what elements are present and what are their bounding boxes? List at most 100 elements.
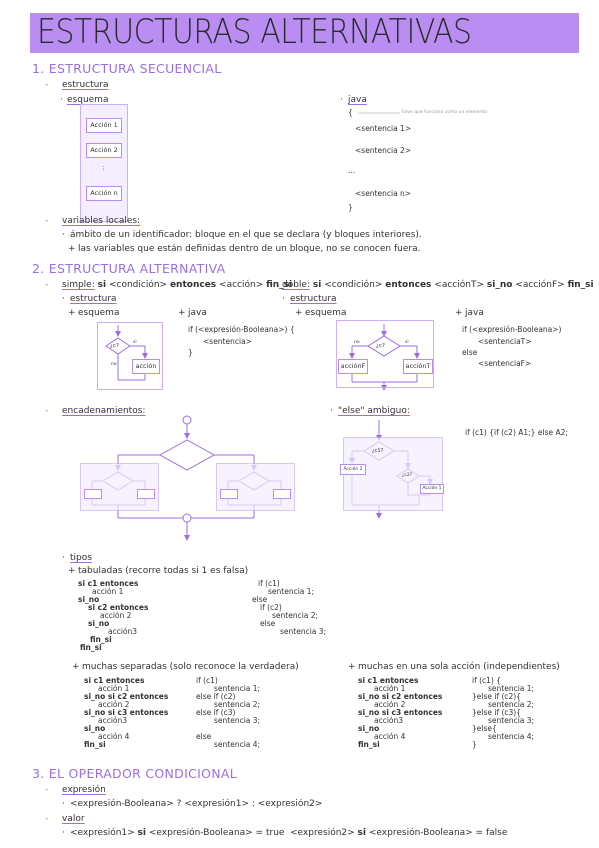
- java-doble-1: <sentenciaT>: [478, 337, 532, 346]
- una-left-5: acción3: [374, 716, 404, 725]
- sep-left-3: acción 2: [98, 700, 130, 709]
- sep-right-3: sentencia 2;: [214, 700, 261, 709]
- else-ambiguo-code: if (c1) {if (c2) A1;} else A2;: [465, 428, 568, 437]
- section-2-heading: 2. ESTRUCTURA ALTERNATIVA: [32, 261, 226, 276]
- else-c2: ¿c2?: [402, 473, 413, 478]
- doble-accionT-box: acciónT: [403, 359, 433, 374]
- doble-syntax: doble: si <condición> entonces <acciónT>…: [282, 280, 594, 290]
- simple-cond: ¿c?: [110, 343, 119, 349]
- sep-left-4: si_no si c3 entonces: [84, 708, 169, 717]
- sep-right-6: else: [196, 732, 212, 741]
- una-right-6: }else{: [472, 724, 497, 733]
- una-left-4: si_no si c3 entonces: [358, 708, 443, 717]
- simple-accion-box: acción: [132, 359, 160, 374]
- sep-left-1: acción 1: [98, 684, 130, 693]
- page-title: ESTRUCTURAS ALTERNATIVAS: [37, 12, 472, 52]
- tab-right-3: if (c2): [260, 603, 282, 612]
- sep-left-8: fin_si: [84, 740, 106, 749]
- tab-right-6: sentencia 3;: [280, 627, 327, 636]
- doble-cond: ¿c?: [376, 343, 385, 349]
- tab-right-0: if (c1): [258, 579, 280, 588]
- sep-right-1: sentencia 1;: [214, 684, 261, 693]
- s1-estructura-label: estructura: [62, 80, 109, 90]
- encadenamientos-label: encadenamientos:: [62, 406, 146, 416]
- else-accion1-box: Acción 1: [420, 484, 444, 494]
- sep-right-5: sentencia 3;: [214, 716, 261, 725]
- una-right-3: sentencia 2;: [488, 700, 535, 709]
- una-right-0: if (c1) {: [472, 676, 502, 685]
- enc-box-3: [220, 489, 238, 499]
- una-left-8: fin_si: [358, 740, 380, 749]
- enc-box-4: [273, 489, 291, 499]
- s1-java-label: java: [348, 95, 367, 105]
- s3-valor-1: <expresión1> si <expresión-Booleana> = t…: [70, 828, 285, 838]
- una-right-2: }else if (c2){: [472, 692, 522, 701]
- s1-java-line-5: }: [348, 203, 353, 212]
- una-right-8: }: [472, 740, 477, 749]
- s2-doble-java: java: [465, 308, 484, 318]
- section-3-heading: 3. EL OPERADOR CONDICIONAL: [32, 766, 238, 781]
- una-left-0: si c1 entonces: [358, 676, 419, 685]
- doble-accionF-box: acciónF: [338, 359, 368, 374]
- tab-right-1: sentencia 1;: [268, 587, 315, 596]
- java-simple-1: <sentencia>: [203, 337, 252, 346]
- tabuladas-label: tabuladas (recorre todas si 1 es falsa): [78, 566, 249, 576]
- ambito-text-1: ámbito de un identificador: bloque en el…: [70, 230, 422, 240]
- doble-si: si: [405, 340, 409, 345]
- s2-doble-esquema: esquema: [305, 308, 347, 318]
- tab-left-2: si_no: [78, 595, 100, 604]
- tab-left-3: si c2 entonces: [88, 603, 149, 612]
- tab-left-5: si_no: [88, 619, 110, 628]
- sep-right-4: else if (c3): [196, 708, 236, 717]
- una-right-7: sentencia 4;: [488, 732, 535, 741]
- s3-expresion-label: expresión: [62, 785, 106, 795]
- else-ambiguo-label: "else" ambiguo:: [338, 406, 410, 416]
- else-c1: ¿c1?: [372, 448, 384, 454]
- accion-2-box: Acción 2: [86, 143, 122, 158]
- una-left-2: si_no si c2 entonces: [358, 692, 443, 701]
- tab-left-8: fin_si: [80, 643, 102, 652]
- enc-right-frame: [216, 463, 295, 511]
- sep-left-6: si_no: [84, 724, 106, 733]
- java-doble-0: if (<expresión-Booleana>): [462, 325, 562, 334]
- sep-right-0: if (c1): [196, 676, 218, 685]
- java-simple-2: }: [188, 348, 193, 357]
- java-doble-3: <sentenciaF>: [478, 359, 532, 368]
- s3-valor-label: valor: [62, 814, 85, 824]
- tab-left-7: fin_si: [90, 635, 112, 644]
- simple-syntax: simple: si <condición> entonces <acción>…: [62, 280, 293, 290]
- tipos-label: tipos: [70, 553, 92, 563]
- s1-java-line-4: <sentencia n>: [355, 189, 412, 198]
- tab-left-4: acción 2: [100, 611, 132, 620]
- sep-left-7: acción 4: [98, 732, 130, 741]
- doble-no: no: [354, 340, 360, 345]
- section-1-heading: 1. ESTRUCTURA SECUENCIAL: [32, 61, 222, 76]
- s3-valor-2: <expresión2> si <expresión-Booleana> = f…: [290, 828, 508, 838]
- s1-java-line-0: {: [348, 108, 353, 117]
- s2-simple-java: java: [188, 308, 207, 318]
- s2-simple-estructura: estructura: [70, 294, 117, 304]
- una-right-4: }else if (c3){: [472, 708, 522, 717]
- java-simple-0: if (<expresión-Booleana>) {: [188, 325, 295, 334]
- una-left-6: si_no: [358, 724, 380, 733]
- simple-si: si: [133, 340, 137, 345]
- sep-right-7: sentencia 4;: [214, 740, 261, 749]
- s1-java-line-2: <sentencia 2>: [355, 146, 412, 155]
- java-doble-2: else: [462, 348, 478, 357]
- sep-left-0: si c1 entonces: [84, 676, 145, 685]
- una-left-1: acción 1: [374, 684, 406, 693]
- tab-left-6: acción3: [108, 627, 138, 636]
- tab-right-5: else: [260, 619, 276, 628]
- tab-right-2: else: [252, 595, 268, 604]
- una-right-5: sentencia 3;: [488, 716, 535, 725]
- enc-box-2: [137, 489, 155, 499]
- s2-doble-estructura: estructura: [290, 294, 337, 304]
- una-accion-label: muchas en una sola acción (independiente…: [358, 662, 560, 672]
- sep-left-2: si_no si c2 entonces: [84, 692, 169, 701]
- enc-box-1: [84, 489, 102, 499]
- una-right-1: sentencia 1;: [488, 684, 535, 693]
- tab-left-1: acción 1: [92, 587, 124, 596]
- else-accion2-box: Acción 2: [340, 464, 366, 475]
- doble-frame: [336, 320, 434, 388]
- s1-java-line-1: <sentencia 1>: [355, 124, 412, 133]
